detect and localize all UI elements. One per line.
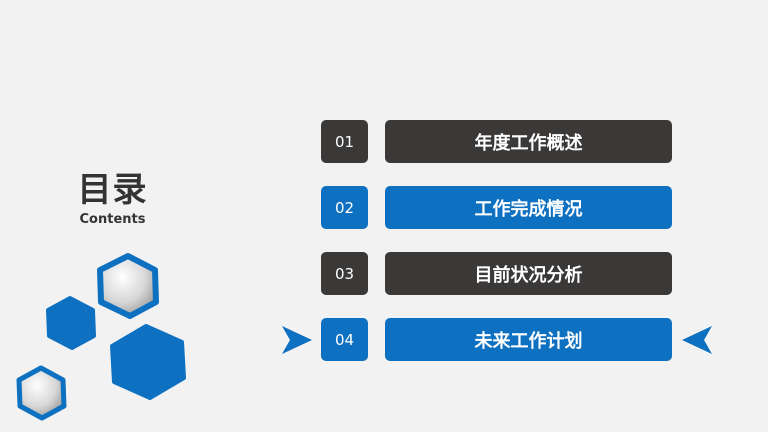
menu-item-number: 02: [321, 186, 368, 229]
menu-item-4[interactable]: 04 未来工作计划: [321, 318, 672, 361]
page-subtitle: Contents: [79, 212, 146, 227]
menu-item-number: 04: [321, 318, 368, 361]
hexagon-blue-medium: [46, 296, 96, 350]
menu-item-3[interactable]: 03 目前状况分析: [321, 252, 672, 295]
hexagon-blue-large: [110, 324, 186, 400]
hexagon-silver-top: [97, 253, 159, 319]
menu-item-label: 目前状况分析: [385, 252, 672, 295]
hexagon-silver-bottom: [16, 365, 67, 421]
menu-item-2[interactable]: 02 工作完成情况: [321, 186, 672, 229]
menu-item-label: 未来工作计划: [385, 318, 672, 361]
title-block: 目录 Contents: [40, 170, 185, 228]
menu-item-label: 年度工作概述: [385, 120, 672, 163]
menu-item-1[interactable]: 01 年度工作概述: [321, 120, 672, 163]
left-pointer-arrow-icon: [682, 326, 712, 354]
page-title: 目录: [77, 170, 148, 210]
menu-item-number: 01: [321, 120, 368, 163]
menu-item-number: 03: [321, 252, 368, 295]
menu-item-label: 工作完成情况: [385, 186, 672, 229]
right-pointer-arrow-icon: [282, 326, 312, 354]
